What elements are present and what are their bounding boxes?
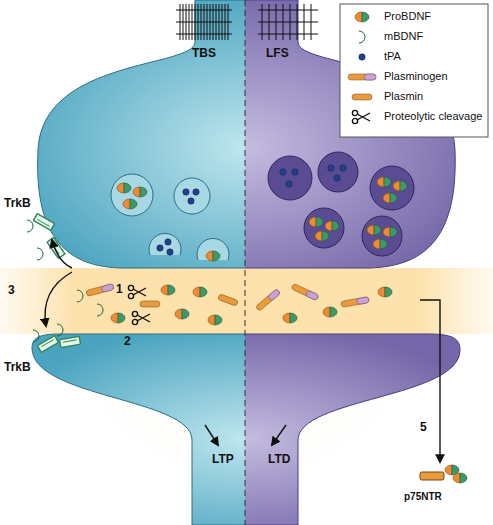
plasticity-label: LTP	[212, 452, 234, 466]
legend-text: mBDNF	[384, 30, 423, 43]
plasticity-label: LTD	[268, 452, 290, 466]
cleft-molecules	[77, 283, 392, 325]
stimulus-trains	[176, 4, 318, 40]
stimulus-label: LFS	[266, 46, 289, 60]
postsynaptic-terminal	[32, 334, 460, 525]
legend-text: Proteolytic cleavage	[384, 110, 482, 123]
legend-box	[340, 4, 488, 137]
callout-number: 5	[420, 420, 427, 434]
legend: ProBDNF mBDNF tPA PlasminogenPlasminProteol…	[340, 4, 488, 137]
arrows	[45, 240, 450, 480]
vesicles	[111, 152, 414, 261]
receptor-label: TrkB	[4, 196, 31, 210]
legend-text: tPA	[384, 50, 401, 63]
callout-number: 1	[116, 282, 123, 296]
legend-text: Plasminogen	[384, 70, 448, 83]
callout-number: 2	[124, 334, 131, 348]
legend-text: Plasmin	[384, 90, 423, 103]
trkb-receptors	[27, 214, 81, 353]
synaptic-cleft	[0, 268, 493, 334]
receptor-label: p75NTR	[404, 490, 442, 504]
divider	[245, 0, 246, 525]
receptor-label: TrkB	[4, 360, 31, 374]
p75-receptor	[420, 465, 467, 483]
stimulus-label: TBS	[192, 46, 216, 60]
legend-text: ProBDNF	[384, 10, 431, 23]
callout-number: 3	[8, 283, 15, 297]
